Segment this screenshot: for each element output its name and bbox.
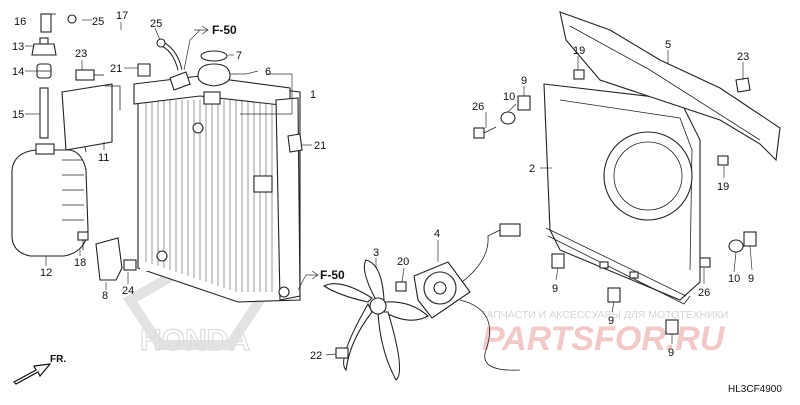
clip-25b [156,38,166,48]
callout-10: 10 [728,273,740,285]
bolt-19b [717,155,729,166]
shop-caption: ЗАПЧАСТИ И АКСЕССУАРЫ ДЛЯ МОТОТЕХНИКИ [480,309,728,321]
collar-10a [500,111,516,125]
grommet-14 [36,63,52,79]
callout-9: 9 [521,75,527,87]
nut-22 [335,347,349,359]
bolt-18 [77,231,89,250]
reserve-tank-12 [11,141,89,257]
callout-18: 18 [74,257,86,269]
clip-25a [67,14,77,24]
fan-motor-4 [413,223,521,371]
bolt-26b [699,257,711,268]
callout-6: 6 [265,66,271,78]
callout-23: 23 [75,48,87,60]
callout-19: 19 [573,45,585,57]
callout-9: 9 [552,283,558,295]
direction-label: FR. [50,354,66,365]
bolt-23b [735,77,751,93]
stay-8 [95,237,123,281]
reserve-cap-13 [31,37,57,56]
overflow-tube-15 [39,87,49,139]
fan-shroud-2 [543,83,701,305]
bolt-20 [395,281,407,292]
clip-21a [137,63,151,77]
grommet-9e [665,319,679,335]
callout-13: 13 [12,41,24,53]
radiator-cap-6 [197,50,231,87]
callout-25: 25 [150,18,162,30]
callout-22: 22 [310,350,322,362]
callout-numbers: 16 25 17 25 13 23 21 14 15 11 7 6 1 21 1… [12,10,754,362]
radiator-1 [133,71,301,303]
grommet-9b [743,231,757,247]
grommet-9a [517,95,531,111]
svg-text:F-50: F-50 [212,23,237,37]
callout-9: 9 [608,315,614,327]
callout-9: 9 [748,273,754,285]
fan-3 [322,259,429,381]
callout-5: 5 [665,39,671,51]
callout-17: 17 [116,10,128,22]
callout-10: 10 [503,91,515,103]
shop-logo: PARTSFOR.RU [482,320,726,358]
callout-4: 4 [434,228,440,240]
callout-21: 21 [314,140,326,152]
grommet-9c [551,253,565,269]
callout-24: 24 [122,285,134,297]
grommet-9d [607,287,621,303]
callout-16: 16 [14,16,26,28]
tank-stay-11 [61,83,121,151]
leader-lines [25,19,753,356]
clip-16 [40,13,56,33]
callout-8: 8 [102,290,108,302]
callout-12: 12 [40,267,52,279]
callout-26: 26 [698,287,710,299]
callout-1: 1 [310,89,316,101]
callout-15: 15 [12,109,24,121]
sensor-23 [75,69,104,81]
clip-21b [287,133,303,153]
callout-7: 7 [236,50,242,62]
front-direction-arrow: FR. [13,354,66,385]
diagram-code: HL3CF4900 [728,384,782,395]
callout-21: 21 [110,63,122,75]
callout-3: 3 [373,247,379,259]
callout-11: 11 [98,152,109,164]
callout-26: 26 [472,101,484,113]
shroud-cover-5 [559,11,781,162]
callout-19: 19 [717,181,729,193]
svg-text:F-50: F-50 [320,268,345,282]
callout-2: 2 [529,163,535,175]
bolt-26a [473,126,497,139]
collar-10b [728,239,744,253]
callout-20: 20 [397,256,409,268]
reference-f50-upper: F-50 [183,23,237,71]
callout-9: 9 [668,347,674,359]
reference-f50-lower: F-50 [297,268,345,291]
nut-24 [123,259,137,271]
callout-25: 25 [92,16,104,28]
honda-watermark-text: HONDA [140,324,250,357]
bolt-19a [573,69,585,80]
callout-14: 14 [12,66,24,78]
callout-23: 23 [737,51,749,63]
